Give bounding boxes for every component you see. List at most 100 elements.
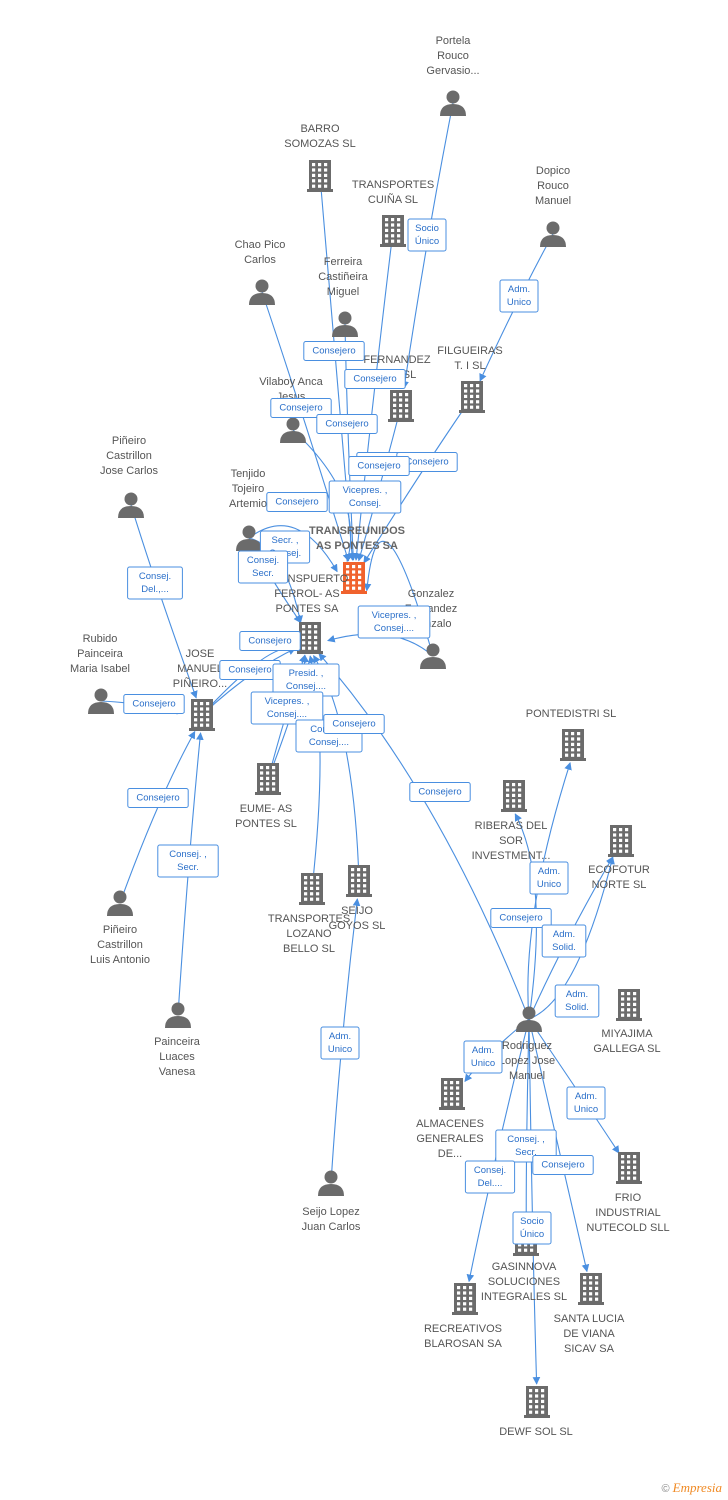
building-icon <box>255 763 281 795</box>
node-label: DEWF SOL SL <box>499 1426 573 1438</box>
edge-label-text: Consejero <box>418 787 461 798</box>
node-label: GALLEGA SL <box>593 1043 660 1055</box>
edge-label-text: Adm. <box>329 1031 351 1042</box>
building-icon <box>388 390 414 422</box>
node-label: DE VIANA <box>563 1328 615 1340</box>
footer-credit: © Empresia <box>661 1480 722 1496</box>
edge-label-text: Adm. <box>575 1091 597 1102</box>
edge-label[interactable]: Adm.Solid. <box>541 924 587 958</box>
edge-label-text: Adm. <box>538 866 560 877</box>
edge-label[interactable]: Consej.Secr. <box>237 550 289 584</box>
node-label: Manuel <box>535 195 571 207</box>
building-icon <box>439 1078 465 1110</box>
edge-label[interactable]: Consej.Del.,... <box>127 566 183 600</box>
edge-label-box <box>512 1211 552 1245</box>
edge-label-text: Del.,... <box>141 584 168 595</box>
edge-label[interactable]: Consejero <box>409 782 471 802</box>
edge-label[interactable]: Presid. ,Consej.... <box>272 663 340 697</box>
edge-label[interactable]: Consejero <box>344 369 406 389</box>
edge-label[interactable]: Adm.Solid. <box>554 984 600 1018</box>
edge-label-box <box>127 788 189 808</box>
edge-label[interactable]: Consejero <box>266 492 328 512</box>
edge-label[interactable]: Consejero <box>219 660 281 680</box>
node-label: Maria Isabel <box>70 663 130 675</box>
edge-label[interactable]: Consejero <box>123 694 185 714</box>
node-jose-manuel[interactable]: JOSEMANUELPIÑEIRO... <box>173 648 227 731</box>
building-icon <box>616 989 642 1021</box>
edge-label[interactable]: Consejero <box>303 341 365 361</box>
edge-label[interactable]: Consejero <box>348 456 410 476</box>
edge-label[interactable]: Consejero <box>323 714 385 734</box>
node-pontedistri[interactable]: PONTEDISTRI SL <box>526 708 616 761</box>
edge-label[interactable]: Vicepres. ,Consej.... <box>357 605 431 639</box>
node-portela[interactable]: PortelaRoucoGervasio... <box>426 35 480 116</box>
edge-label-text: Consej. , <box>169 849 207 860</box>
edge-label[interactable]: Adm.Unico <box>463 1040 503 1074</box>
building-icon <box>307 160 333 192</box>
node-label: Vilaboy Anca <box>259 376 323 388</box>
edge-label-text: Socio <box>415 223 439 234</box>
edge-label[interactable]: Adm.Unico <box>320 1026 360 1060</box>
edge-label[interactable]: Adm.Unico <box>529 861 569 895</box>
edge-label-text: Consejero <box>136 793 179 804</box>
edge-label-box <box>554 984 600 1018</box>
node-riberas[interactable]: RIBERAS DELSORINVESTMENT... <box>472 780 551 862</box>
edge-label-text: Consejero <box>279 403 322 414</box>
edge-label[interactable]: Adm.Unico <box>566 1086 606 1120</box>
node-dewf[interactable]: DEWF SOL SL <box>499 1386 573 1438</box>
edge-label[interactable]: Vicepres. ,Consej.... <box>250 691 324 725</box>
edge-label[interactable]: Consejero <box>270 398 332 418</box>
edge-label-text: Secr. <box>252 568 274 579</box>
node-label: SOR <box>499 835 523 847</box>
edge-label[interactable]: Consej. ,Secr. <box>495 1129 557 1163</box>
edge-label[interactable]: Vicepres. ,Consej. <box>328 480 402 514</box>
node-label: Tenjido <box>231 468 266 480</box>
edge-label[interactable]: Consejero <box>490 908 552 928</box>
edge-label[interactable]: Consej.Del.... <box>464 1160 516 1194</box>
brand-logo[interactable]: Empresia <box>672 1480 722 1495</box>
edge-label-text: Consej.... <box>374 623 414 634</box>
node-label: Castiñeira <box>318 271 368 283</box>
node-almacenes[interactable]: ALMACENESGENERALESDE... <box>416 1078 484 1160</box>
node-label: Vanesa <box>159 1066 196 1078</box>
edge-label[interactable]: Adm.Unico <box>499 279 539 313</box>
copyright-symbol: © <box>661 1483 670 1495</box>
edge-label[interactable]: Consej. ,Secr. <box>157 844 219 878</box>
edge-label[interactable]: Consejero <box>316 414 378 434</box>
edge-label-box <box>499 279 539 313</box>
node-label: ALMACENES <box>416 1118 484 1130</box>
edge-label[interactable]: Consejero <box>239 631 301 651</box>
edge-label-text: Adm. <box>553 929 575 940</box>
edge-label[interactable]: Consejero <box>532 1155 594 1175</box>
edge-label[interactable]: Consejero <box>127 788 189 808</box>
node-label: FILGUEIRAS <box>437 345 502 357</box>
edge-label-box <box>270 398 332 418</box>
node-label: Rouco <box>537 180 569 192</box>
edge-label-box <box>239 631 301 651</box>
node-label: Miguel <box>327 286 359 298</box>
